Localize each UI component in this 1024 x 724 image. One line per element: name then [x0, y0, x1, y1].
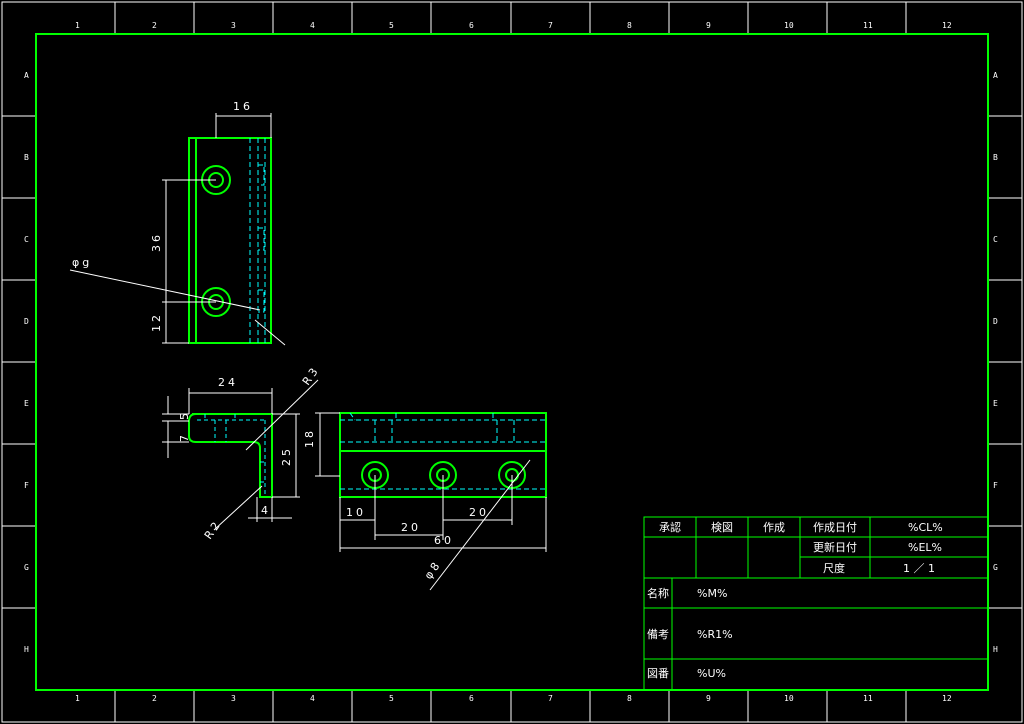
zone-col-3: 3 [231, 21, 236, 30]
zone-col-4: 4 [310, 21, 315, 30]
zone-col-1-bottom: 1 [75, 694, 80, 703]
zone-col-2: 2 [152, 21, 157, 30]
zone-row-h-right: H [993, 645, 998, 654]
zone-col-8-bottom: 8 [627, 694, 632, 703]
side-profile [188, 413, 273, 498]
dim-side-height: 25 [280, 446, 293, 466]
zone-row-b-right: B [993, 153, 998, 162]
front-view: 18 10 20 20 60 φ8 [303, 412, 547, 591]
zone-row-e-right: E [993, 399, 998, 408]
dim-front-pitch-2: 20 [469, 506, 489, 519]
dim-side-t2: 7 [178, 432, 191, 442]
zone-row-f: F [24, 481, 29, 490]
zone-col-3-bottom: 3 [231, 694, 236, 703]
zone-col-6: 6 [469, 21, 474, 30]
zone-col-12: 12 [942, 21, 952, 30]
zone-col-10-bottom: 10 [784, 694, 794, 703]
dim-top-hole: φg [72, 256, 92, 269]
title-block: 承認 検図 作成 作成日付 %CL% 更新日付 %EL% 尺度 1 ／ 1 名称… [643, 516, 989, 691]
tb-approve-label: 承認 [659, 520, 681, 534]
dim-top-pitch: 36 [150, 232, 163, 252]
zone-labels-bottom: 1 2 3 4 5 6 7 8 9 10 11 12 [75, 694, 952, 703]
zone-col-1: 1 [75, 21, 80, 30]
top-view-outline [188, 137, 272, 344]
zone-col-12-bottom: 12 [942, 694, 952, 703]
zone-row-c: C [24, 235, 29, 244]
dim-radius-inner: R2 [202, 517, 224, 541]
zone-col-11-bottom: 11 [863, 694, 873, 703]
dim-front-height: 18 [303, 428, 316, 448]
zone-labels-sides: A B C D E F G H A B C D E F G H [24, 71, 998, 654]
tb-date-created-value: %CL% [908, 521, 943, 534]
zone-col-11: 11 [863, 21, 873, 30]
tb-date-updated-value: %EL% [908, 541, 942, 554]
zone-row-g-right: G [993, 563, 998, 572]
side-view: 24 5 7 25 R3 R2 4 [162, 363, 322, 542]
zone-col-9-bottom: 9 [706, 694, 711, 703]
tb-name-label: 名称 [647, 586, 669, 600]
zone-col-9: 9 [706, 21, 711, 30]
zone-col-8: 8 [627, 21, 632, 30]
top-view: 16 36 12 φg [69, 100, 286, 346]
zone-row-d: D [24, 317, 29, 326]
zone-row-d-right: D [993, 317, 998, 326]
dim-front-hole: φ8 [422, 558, 444, 582]
zone-col-7-bottom: 7 [548, 694, 553, 703]
tb-remarks-label: 備考 [647, 628, 669, 641]
tb-scale-value: 1 ／ 1 [903, 562, 935, 575]
tb-number-label: 図番 [647, 667, 669, 680]
zone-col-7: 7 [548, 21, 553, 30]
zone-col-6-bottom: 6 [469, 694, 474, 703]
tb-check-label: 検図 [711, 520, 733, 534]
zone-row-b: B [24, 153, 29, 162]
dim-side-t1: 5 [178, 410, 191, 420]
dim-top-edge: 12 [150, 312, 163, 332]
zone-col-10: 10 [784, 21, 794, 30]
top-hidden-lines [249, 138, 266, 343]
tb-date-created-label: 作成日付 [813, 521, 857, 534]
zone-row-g: G [24, 563, 29, 572]
dim-top-width: 16 [233, 100, 253, 113]
side-hidden-lines [197, 414, 266, 497]
zone-row-e: E [24, 399, 29, 408]
tb-date-updated-label: 更新日付 [813, 540, 857, 554]
zone-row-c-right: C [993, 235, 998, 244]
zone-row-a-right: A [993, 71, 998, 80]
dim-front-edge: 10 [346, 506, 366, 519]
tb-number-value: %U% [697, 667, 726, 680]
zone-row-f-right: F [993, 481, 998, 490]
dim-front-pitch-1: 20 [401, 521, 421, 534]
zone-col-4-bottom: 4 [310, 694, 315, 703]
dim-radius-outer: R3 [300, 363, 322, 387]
dim-side-width: 24 [218, 376, 238, 389]
tb-name-value: %M% [697, 587, 727, 600]
dim-front-length: 60 [434, 534, 454, 547]
zone-col-5: 5 [389, 21, 394, 30]
dim-side-foot: 4 [261, 504, 271, 517]
zone-labels-top: 1 2 3 4 5 6 7 8 9 10 11 12 [75, 21, 952, 30]
tb-scale-label: 尺度 [823, 561, 845, 575]
zone-row-h: H [24, 645, 29, 654]
tb-draw-label: 作成 [763, 521, 785, 534]
drawing-border [35, 33, 989, 691]
tb-remarks-value: %R1% [697, 628, 733, 641]
zone-col-2-bottom: 2 [152, 694, 157, 703]
zone-row-a: A [24, 71, 29, 80]
zone-col-5-bottom: 5 [389, 694, 394, 703]
